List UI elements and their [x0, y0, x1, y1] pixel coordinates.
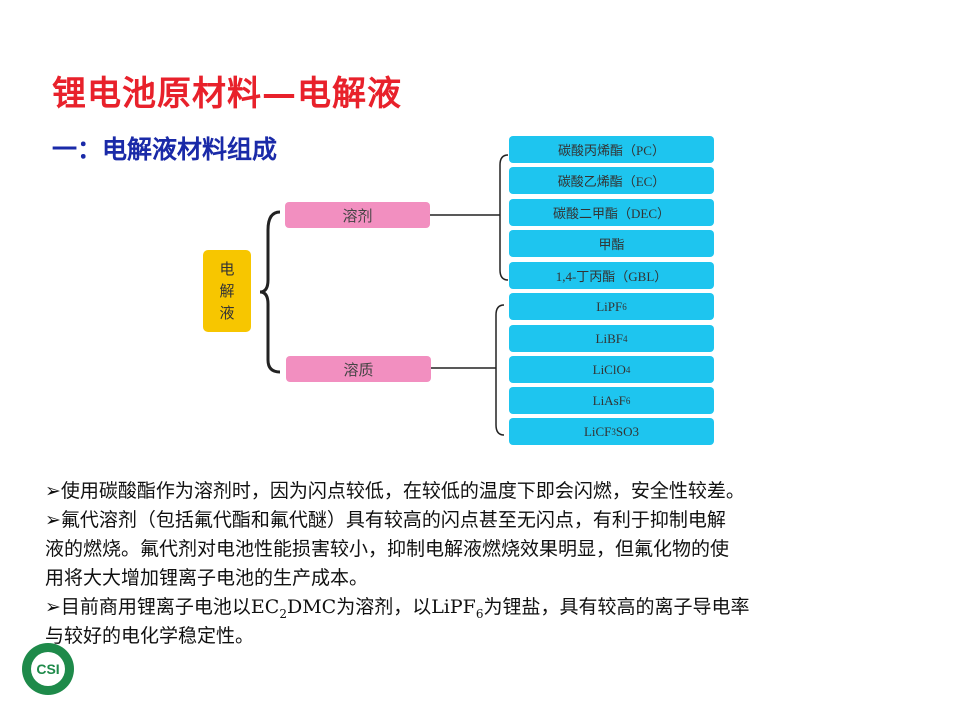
slide-title: 锂电池原材料—电解液: [52, 74, 402, 114]
bullet-text: ➢氟代溶剂（包括氟代酯和氟代醚）具有较高的闪点甚至无闪点，有利于抑制电解: [45, 509, 726, 531]
slide-subtitle: 一：电解液材料组成: [52, 135, 278, 164]
bullet-text: 液的燃烧。氟代剂对电池性能损害较小，抑制电解液燃烧效果明显，但氟化物的使: [45, 538, 730, 560]
solvent-item: 1,4-丁丙酯（GBL）: [509, 262, 714, 289]
formula: LiAsF: [592, 392, 626, 408]
csi-logo: CSI: [22, 643, 74, 695]
root-label: 电解液: [219, 260, 235, 322]
subscript: 6: [622, 301, 627, 312]
subscript: 4: [622, 333, 628, 344]
solvent-item: 碳酸乙烯酯（EC）: [509, 167, 714, 194]
formula: LiBF: [595, 330, 623, 346]
text-part: ➢目前商用锂离子电池以EC: [45, 596, 280, 618]
solvent-item: 碳酸丙烯酯（PC）: [509, 136, 714, 163]
subscript: 3: [611, 426, 616, 437]
text-part: 为锂盐，具有较高的离子导电率: [483, 596, 750, 618]
bullet-text: ➢使用碳酸酯作为溶剂时，因为闪点较低，在较低的温度下即会闪燃，安全性较差。: [45, 480, 745, 502]
formula: LiClO: [592, 361, 626, 377]
subscript: 6: [625, 395, 631, 406]
formula: LiPF: [596, 298, 623, 314]
subscript: 4: [625, 364, 631, 375]
solvent-label: 溶剂: [342, 206, 373, 225]
node-solvent: 溶剂: [285, 202, 430, 228]
bullet-text: ➢目前商用锂离子电池以EC2DMC为溶剂，以LiPF6为锂盐，具有较高的离子导电…: [45, 592, 750, 621]
text-part: DMC为溶剂，以LiPF: [286, 596, 476, 618]
solute-label: 溶质: [343, 360, 374, 379]
formula: LiCF: [583, 423, 612, 439]
solvent-item: 碳酸二甲酯（DEC）: [509, 199, 714, 226]
bullet-text: 与较好的电化学稳定性。: [45, 625, 255, 647]
formula-tail: SO3: [615, 423, 640, 439]
subscript: 2: [279, 606, 287, 621]
subscript: 6: [475, 606, 484, 621]
node-solute: 溶质: [286, 356, 431, 382]
root-node-electrolyte: 电解液: [203, 250, 251, 332]
svg-text:CSI: CSI: [36, 661, 59, 677]
solvent-item: 甲酯: [509, 230, 714, 257]
bullet-text: 用将大大增加锂离子电池的生产成本。: [45, 567, 369, 589]
